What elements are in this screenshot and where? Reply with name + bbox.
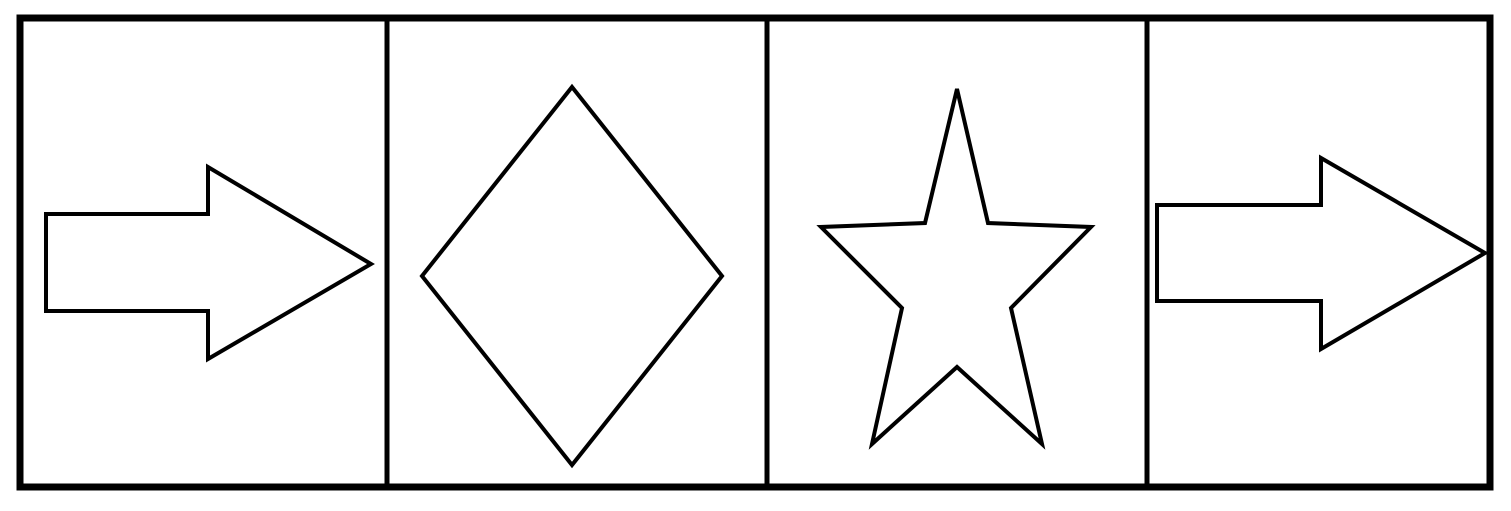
diamond-icon — [419, 83, 725, 469]
right-arrow-icon — [44, 163, 375, 363]
panel-1 — [44, 163, 375, 363]
right-arrow-icon — [1155, 154, 1489, 353]
panel-4 — [1155, 154, 1489, 353]
panel-3 — [816, 88, 1096, 450]
panel-2 — [419, 83, 725, 469]
star-icon — [816, 88, 1096, 450]
